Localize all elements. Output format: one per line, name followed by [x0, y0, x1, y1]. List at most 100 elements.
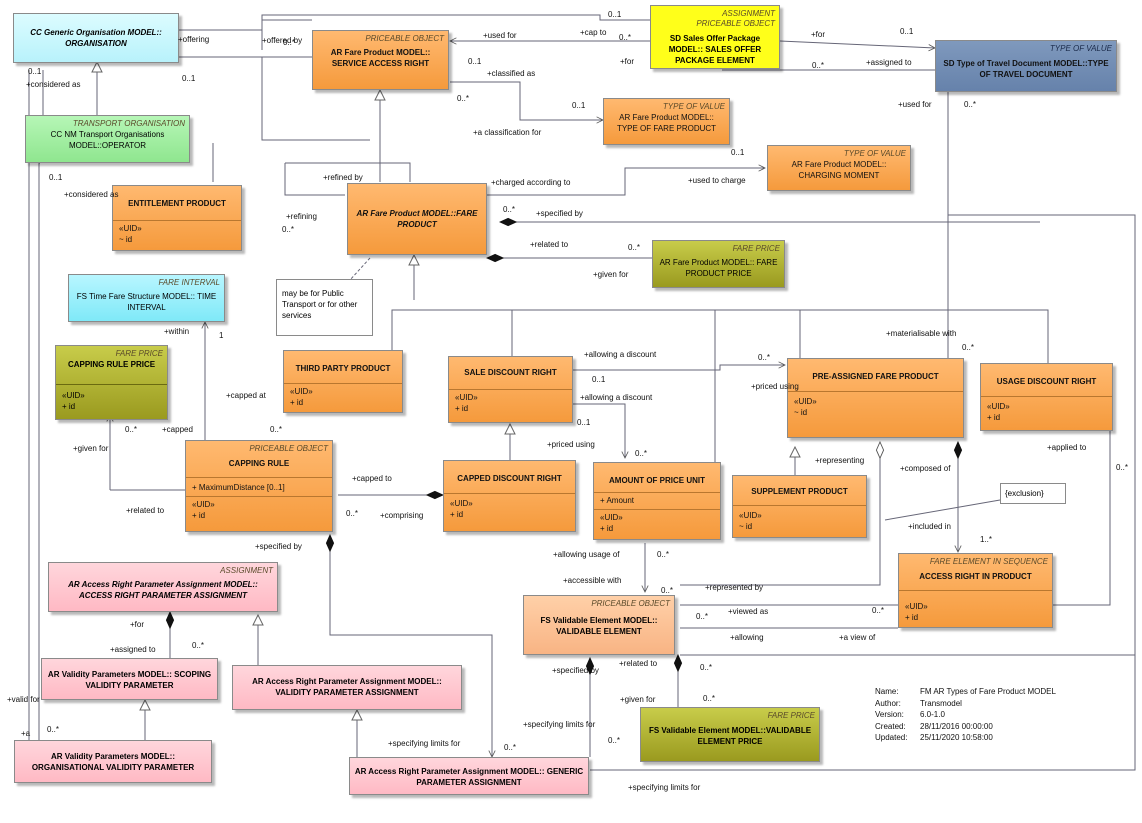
connector-label: 0..1 [28, 67, 42, 76]
connector-label: 0..* [628, 243, 641, 252]
connector-label: +viewed as [728, 607, 769, 616]
time-interval-class[interactable]: FARE INTERVAL FS Time Fare Structure MOD… [68, 274, 225, 322]
fare-product-price-class[interactable]: FARE PRICE AR Fare Product MODEL:: FARE … [652, 240, 785, 288]
connector-label: +specifying limits for [388, 739, 461, 748]
org-validity-title: AR Validity Parameters MODEL:: ORGANISAT… [31, 752, 195, 772]
capped-discount-uid: «UID» [450, 499, 473, 508]
operator-class[interactable]: TRANSPORT ORGANISATION CC NM Transport O… [25, 115, 190, 163]
capping-rule-class[interactable]: PRICEABLE OBJECT CAPPING RULE + MaximumD… [185, 440, 333, 532]
entitlement-product-class[interactable]: ENTITLEMENT PRODUCT «UID» ~ id [112, 185, 242, 251]
validable-element-title: FS Validable Element MODEL:: VALIDABLE E… [540, 616, 658, 636]
capping-rule-price-stereotype: FARE PRICE [115, 349, 163, 358]
capping-rule-stereotype: PRICEABLE OBJECT [249, 444, 328, 453]
connector-label: +within [164, 327, 190, 336]
supplement-id: ~ id [739, 522, 753, 531]
capping-rule-price-title: CAPPING RULE PRICE [67, 360, 156, 369]
connector-label: +allowing a discount [580, 393, 653, 402]
access-right-parameter-assignment-class[interactable]: ASSIGNMENT AR Access Right Parameter Ass… [48, 562, 278, 612]
validity-parameter-assignment-class[interactable]: AR Access Right Parameter Assignment MOD… [232, 665, 462, 710]
connector-label: +considered as [26, 80, 81, 89]
exclusion-note: {exclusion} [1000, 483, 1066, 504]
fare-product-class[interactable]: AR Fare Product MODEL::FARE PRODUCT [347, 183, 487, 255]
fare-product-title: AR Fare Product MODEL::FARE PRODUCT [356, 209, 478, 229]
validable-element-price-stereotype: FARE PRICE [767, 711, 815, 720]
info-name: FM AR Types of Fare Product MODEL [920, 687, 1056, 696]
entitlement-id: ~ id [119, 235, 133, 244]
model-info: Name:FM AR Types of Fare Product MODEL A… [875, 686, 1056, 744]
sale-discount-uid: «UID» [455, 393, 478, 402]
connector-label: +capped at [226, 391, 266, 400]
charging-moment-class[interactable]: TYPE OF VALUE AR Fare Product MODEL:: CH… [767, 145, 911, 191]
sales-offer-package-element-class[interactable]: ASSIGNMENT PRICEABLE OBJECT SD Sales Off… [650, 5, 780, 69]
sale-discount-right-class[interactable]: SALE DISCOUNT RIGHT «UID» + id [448, 356, 573, 423]
connector-label: 1..* [980, 535, 993, 544]
connector-label: 0..* [872, 606, 885, 615]
sales-offer-stereotype-1: ASSIGNMENT [722, 9, 775, 18]
type-of-travel-document-class[interactable]: TYPE OF VALUE SD Type of Travel Document… [935, 40, 1117, 92]
connector-label: +used for [898, 100, 932, 109]
connector-label: +priced using [547, 440, 595, 449]
organisation-title: CC Generic Organisation MODEL:: ORGANISA… [30, 28, 162, 48]
public-transport-note: may be for Public Transport or for other… [276, 279, 373, 336]
connector-label: +specified by [255, 542, 302, 551]
charging-moment-title: AR Fare Product MODEL:: CHARGING MOMENT [791, 160, 887, 180]
validable-element-class[interactable]: PRICEABLE OBJECT FS Validable Element MO… [523, 595, 675, 655]
info-author: Transmodel [920, 698, 962, 708]
generic-parameter-assignment-class[interactable]: AR Access Right Parameter Assignment MOD… [349, 757, 589, 795]
connector-label: +given for [73, 444, 109, 453]
fare-product-price-title: AR Fare Product MODEL:: FARE PRODUCT PRI… [659, 258, 778, 278]
connector-label: +materialisable with [886, 329, 957, 338]
connector-label: +specified by [552, 666, 599, 675]
connector-label: 0..* [608, 736, 621, 745]
connector-label: +composed of [900, 464, 951, 473]
supplement-product-class[interactable]: SUPPLEMENT PRODUCT «UID» ~ id [732, 475, 867, 538]
usage-discount-right-class[interactable]: USAGE DISCOUNT RIGHT «UID» + id [980, 363, 1113, 431]
info-version-key: Version: [875, 710, 904, 719]
connector-label: 0..* [346, 509, 359, 518]
validable-element-price-class[interactable]: FARE PRICE FS Validable Element MODEL::V… [640, 707, 820, 762]
connector-label: +charged according to [491, 178, 571, 187]
connector-label: 0..* [282, 225, 295, 234]
third-party-product-title: THIRD PARTY PRODUCT [295, 364, 391, 373]
connector-label: 0..* [47, 725, 60, 734]
connector-label: +cap to [580, 28, 607, 37]
amount-of-price-unit-class[interactable]: AMOUNT OF PRICE UNIT + Amount «UID» + id [593, 462, 721, 540]
capped-discount-right-class[interactable]: CAPPED DISCOUNT RIGHT «UID» + id [443, 460, 576, 532]
connector-label: +included in [908, 522, 951, 531]
usage-discount-title: USAGE DISCOUNT RIGHT [996, 377, 1097, 386]
third-party-product-class[interactable]: THIRD PARTY PRODUCT «UID» + id [283, 350, 403, 413]
validable-element-stereotype: PRICEABLE OBJECT [591, 599, 670, 608]
connector-label: +a view of [839, 633, 876, 642]
connector-label: 0..* [503, 205, 516, 214]
organisational-validity-parameter-class[interactable]: AR Validity Parameters MODEL:: ORGANISAT… [14, 740, 212, 783]
entitlement-product-title: ENTITLEMENT PRODUCT [128, 199, 226, 208]
connector-label: 0..* [619, 33, 632, 42]
connector-label: 0..1 [468, 57, 482, 66]
time-interval-title: FS Time Fare Structure MODEL:: TIME INTE… [76, 292, 217, 312]
pre-assigned-title: PRE-ASSIGNED FARE PRODUCT [812, 372, 939, 381]
info-updated: 25/11/2020 10:58:00 [920, 733, 993, 742]
third-party-uid: «UID» [290, 387, 313, 396]
pre-assigned-fare-product-class[interactable]: PRE-ASSIGNED FARE PRODUCT «UID» ~ id [787, 358, 964, 438]
info-updated-key: Updated: [875, 733, 908, 742]
info-name-key: Name: [875, 687, 899, 696]
connector-label: 0..1 [572, 101, 586, 110]
connector-label: +classified as [487, 69, 536, 78]
scoping-validity-parameter-class[interactable]: AR Validity Parameters MODEL:: SCOPING V… [41, 658, 218, 700]
capping-rule-price-class[interactable]: FARE PRICE CAPPING RULE PRICE «UID» + id [55, 345, 168, 420]
connector-label: 0..* [964, 100, 977, 109]
connector-label: +capped to [352, 474, 392, 483]
connector-label: 0..* [661, 586, 674, 595]
info-created-key: Created: [875, 721, 906, 731]
service-access-right-class[interactable]: PRICEABLE OBJECT AR Fare Product MODEL::… [312, 30, 449, 90]
amount-of-price-unit-title: AMOUNT OF PRICE UNIT [609, 476, 705, 485]
connector-label: +accessible with [563, 576, 622, 585]
connector-label: 0..* [283, 38, 296, 47]
gpa-title: AR Access Right Parameter Assignment MOD… [354, 767, 584, 787]
organisation-class[interactable]: CC Generic Organisation MODEL:: ORGANISA… [13, 13, 179, 63]
connector-label: +representing [815, 456, 865, 465]
access-right-in-product-class[interactable]: FARE ELEMENT IN SEQUENCE ACCESS RIGHT IN… [898, 553, 1053, 628]
type-of-fare-product-class[interactable]: TYPE OF VALUE AR Fare Product MODEL:: TY… [603, 98, 730, 145]
connector-label: +related to [619, 659, 658, 668]
